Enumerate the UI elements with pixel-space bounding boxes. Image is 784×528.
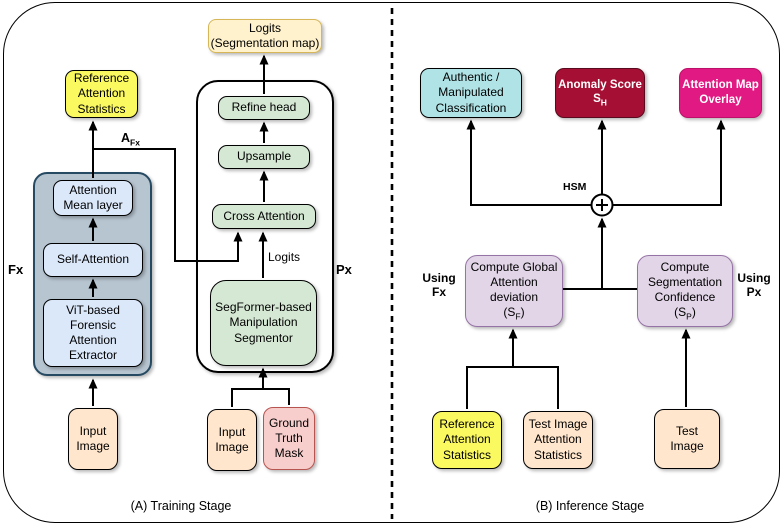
sp-open: (S xyxy=(674,305,687,320)
sum-node-icon xyxy=(590,193,614,217)
compute-segmentation-confidence-box: Compute Segmentation Confidence (SP) xyxy=(637,255,733,327)
input-image-fx-box: Input Image xyxy=(68,408,118,470)
attention-map-overlay-box: Attention Map Overlay xyxy=(679,68,762,118)
edge-stats-junction xyxy=(466,366,559,409)
vit-forensic-extractor-box: ViT-based Forensic Attention Extractor xyxy=(43,299,143,367)
sf-close: ) xyxy=(520,305,525,320)
compute-seg-lines: Compute Segmentation Confidence xyxy=(647,259,723,305)
anomaly-score-sub: H xyxy=(600,97,607,108)
reference-attention-statistics-inference-box: Reference Attention Statistics xyxy=(432,411,502,469)
sp-close: ) xyxy=(691,305,696,320)
sp-sub: P xyxy=(686,311,692,322)
compute-global-symbol: (SF) xyxy=(503,305,524,322)
hsm-label: HSM xyxy=(563,181,587,193)
sf-open: (S xyxy=(503,305,516,320)
afx-base: A xyxy=(121,131,131,145)
figure-border xyxy=(3,2,780,523)
attention-mean-layer-box: Attention Mean layer xyxy=(53,180,133,216)
upsample-box: Upsample xyxy=(218,145,310,169)
edge-px-inputs-junction xyxy=(231,388,290,407)
sf-sub: F xyxy=(515,311,521,322)
afx-edge-label: AFx xyxy=(121,131,140,148)
using-fx-label: Using Fx xyxy=(422,271,456,299)
px-group-label: Px xyxy=(336,262,352,277)
cross-attention-box: Cross Attention xyxy=(212,204,316,229)
compute-global-lines: Compute Global Attention deviation xyxy=(470,259,558,305)
inference-caption: (B) Inference Stage xyxy=(535,499,645,513)
edge-sum-to-overlay xyxy=(613,119,726,206)
segformer-segmentor-box: SegFormer-based Manipulation Segmentor xyxy=(210,280,317,366)
compute-seg-symbol: (SP) xyxy=(674,305,696,322)
edge-afx-to-cross-attention xyxy=(93,148,243,262)
anomaly-score-symbol: SH xyxy=(593,92,607,108)
edge-sum-to-authentic xyxy=(466,119,591,206)
training-caption: (A) Training Stage xyxy=(130,499,232,513)
authentic-classification-box: Authentic / Manipulated Classification xyxy=(420,68,522,118)
anomaly-score-line1: Anomaly Score xyxy=(558,78,642,91)
fx-group-label: Fx xyxy=(8,262,24,277)
logits-edge-label: Logits xyxy=(268,250,301,264)
afx-sub: Fx xyxy=(130,137,140,148)
anomaly-score-base: S xyxy=(593,93,601,106)
self-attention-box: Self-Attention xyxy=(43,243,143,277)
using-px-label: Using Px xyxy=(737,271,771,299)
logits-output-box: Logits (Segmentation map) xyxy=(208,19,322,53)
anomaly-score-box: Anomaly Score SH xyxy=(555,68,645,118)
test-image-box: Test Image xyxy=(654,409,720,469)
refine-head-box: Refine head xyxy=(218,96,310,120)
reference-attention-statistics-box: Reference Attention Statistics xyxy=(65,70,138,118)
input-image-px-box: Input Image xyxy=(207,409,257,471)
ground-truth-mask-box: Ground Truth Mask xyxy=(263,407,315,470)
compute-global-attention-deviation-box: Compute Global Attention deviation (SF) xyxy=(465,255,563,327)
test-image-attention-statistics-box: Test Image Attention Statistics xyxy=(523,411,593,469)
